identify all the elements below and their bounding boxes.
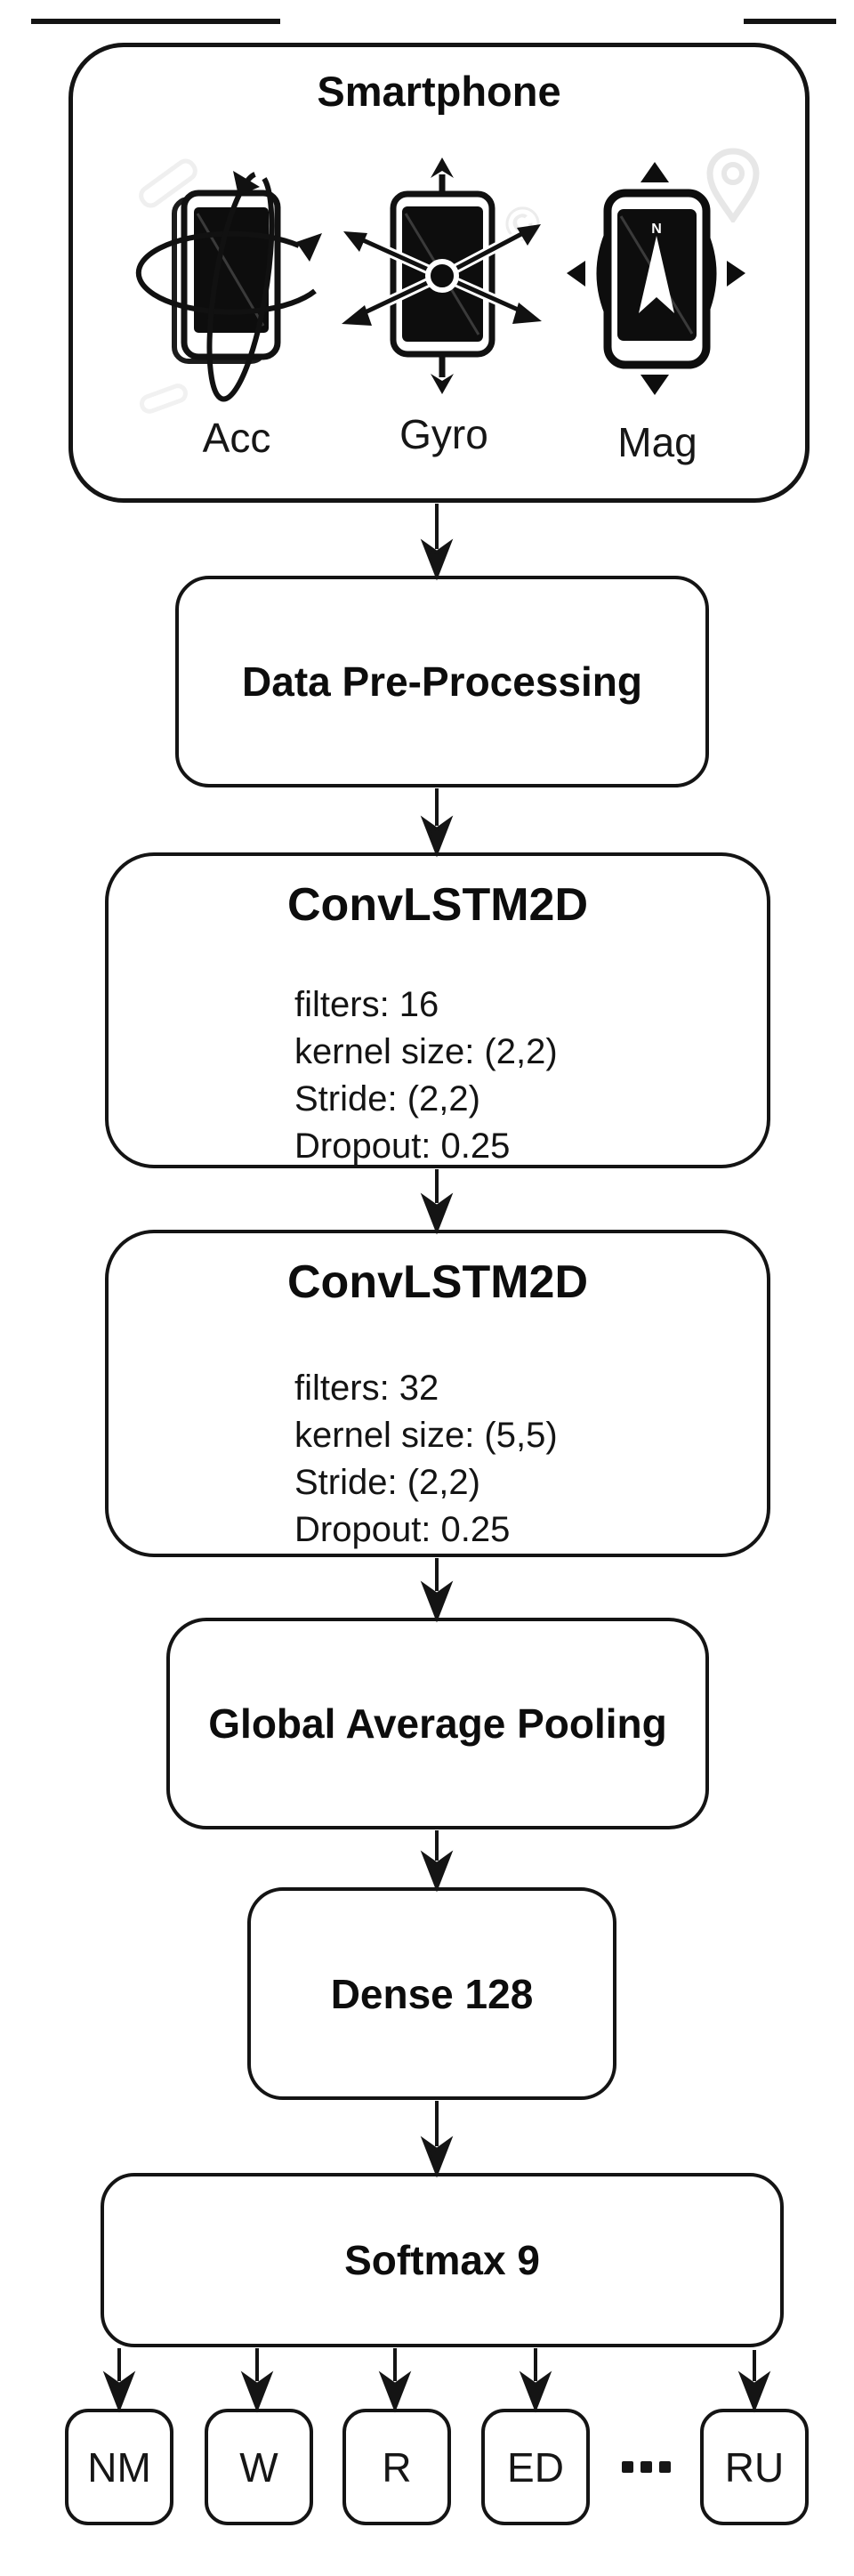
param-kernel-size: kernel size: (2,2) — [294, 1032, 558, 1071]
output-label: R — [382, 2443, 412, 2491]
cropped-top-line-right — [744, 19, 836, 24]
svg-text:N: N — [651, 222, 662, 237]
ellipsis-dot — [640, 2461, 652, 2473]
data-preprocessing-title: Data Pre-Processing — [242, 658, 642, 705]
softmax-title: Softmax 9 — [344, 2237, 540, 2283]
ellipsis-dot — [622, 2461, 633, 2473]
node-convlstm2d-1: ConvLSTM2D filters: 16 kernel size: (2,2… — [105, 852, 770, 1168]
gyroscope-icon — [342, 157, 542, 394]
convlstm2d-1-title: ConvLSTM2D — [287, 879, 588, 931]
output-box-w: W — [205, 2409, 313, 2525]
param-dropout: Dropout: 0.25 — [294, 1510, 511, 1549]
ellipsis — [622, 2461, 671, 2473]
ellipsis-dot — [659, 2461, 671, 2473]
output-box-r: R — [342, 2409, 451, 2525]
param-filters: filters: 16 — [294, 985, 439, 1024]
output-label: ED — [507, 2443, 564, 2491]
node-data-preprocessing: Data Pre-Processing — [175, 576, 709, 787]
magnetometer-icon: N — [567, 162, 745, 395]
accelerometer-icon — [135, 171, 322, 402]
node-softmax-9: Softmax 9 — [101, 2173, 784, 2347]
output-label: RU — [724, 2443, 785, 2491]
param-stride: Stride: (2,2) — [294, 1079, 480, 1118]
dense-title: Dense 128 — [330, 1970, 534, 2017]
output-box-ru: RU — [700, 2409, 809, 2525]
convlstm2d-1-params: filters: 16 kernel size: (2,2) Stride: (… — [294, 981, 558, 1170]
node-global-average-pooling: Global Average Pooling — [166, 1618, 709, 1829]
convlstm2d-2-params: filters: 32 kernel size: (5,5) Stride: (… — [294, 1365, 558, 1554]
output-box-nm: NM — [65, 2409, 173, 2525]
sensor-label-gyro: Gyro — [399, 411, 488, 457]
convlstm2d-2-title: ConvLSTM2D — [287, 1256, 588, 1308]
param-filters: filters: 32 — [294, 1369, 439, 1408]
output-label: NM — [87, 2443, 151, 2491]
arrow-head — [420, 538, 454, 581]
smartphone-title: Smartphone — [317, 68, 561, 115]
cropped-top-line-left — [31, 19, 280, 24]
param-stride: Stride: (2,2) — [294, 1463, 480, 1502]
node-convlstm2d-2: ConvLSTM2D filters: 32 kernel size: (5,5… — [105, 1230, 770, 1557]
node-dense-128: Dense 128 — [247, 1887, 616, 2100]
output-label: W — [239, 2443, 278, 2491]
node-smartphone: Smartphone © — [68, 43, 810, 503]
gap-title: Global Average Pooling — [208, 1700, 667, 1747]
sensor-label-mag: Mag — [617, 419, 697, 465]
param-kernel-size: kernel size: (5,5) — [294, 1416, 558, 1455]
output-box-ed: ED — [481, 2409, 590, 2525]
sensor-label-acc: Acc — [202, 415, 271, 461]
param-dropout: Dropout: 0.25 — [294, 1126, 511, 1166]
